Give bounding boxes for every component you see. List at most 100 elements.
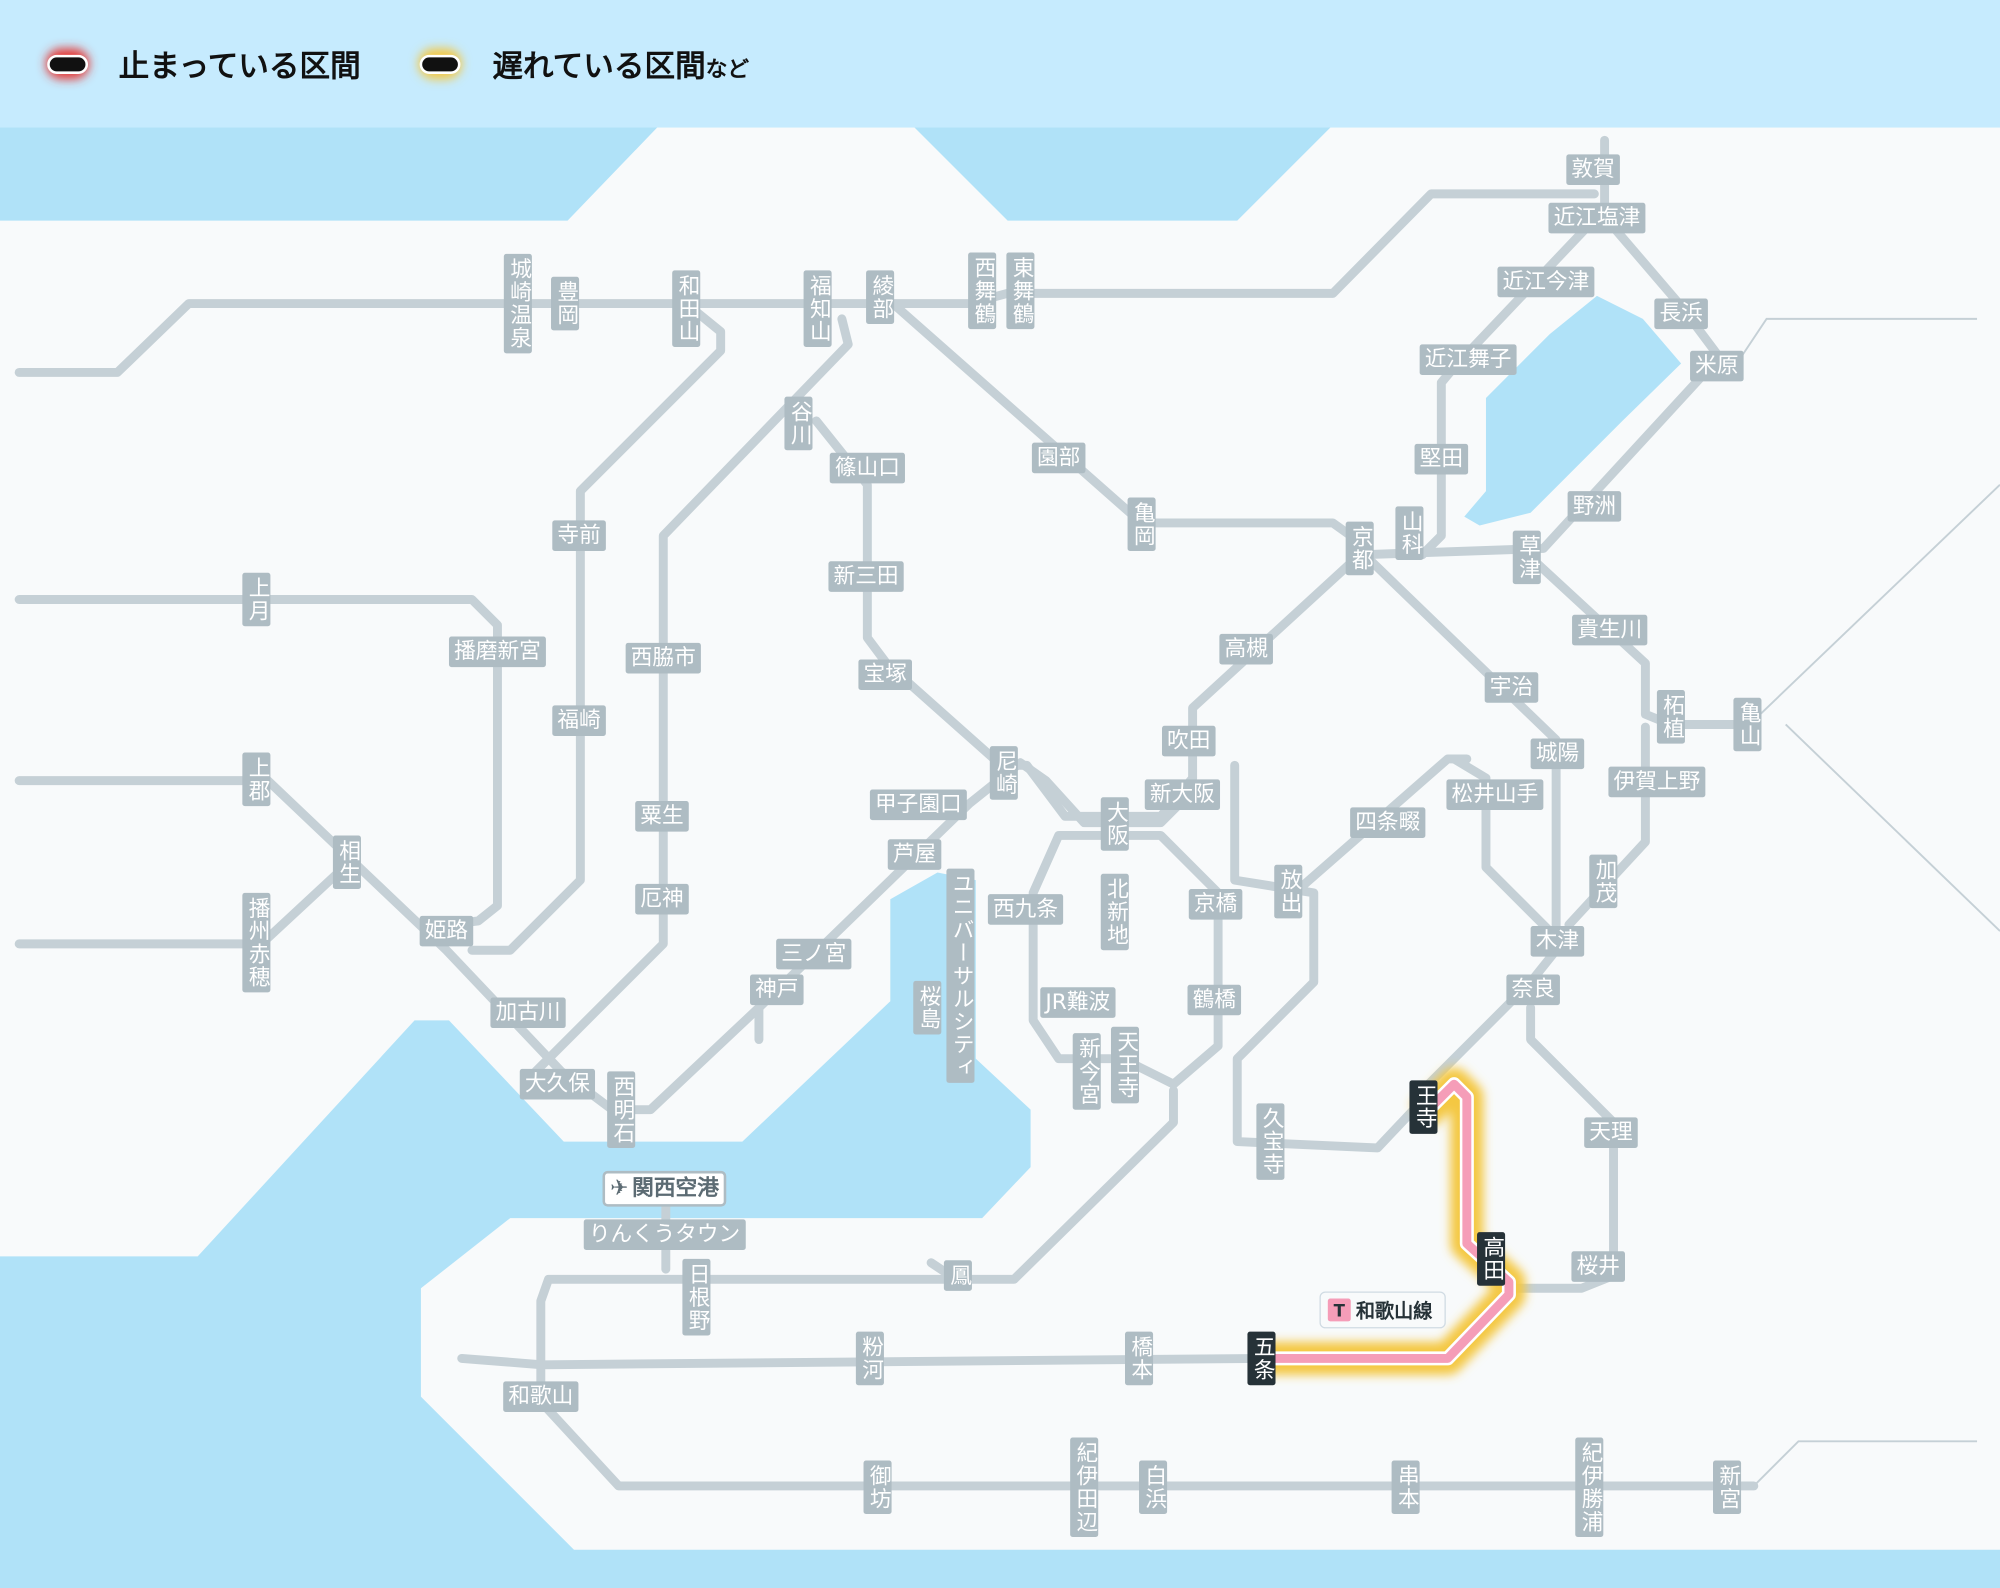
station-katata[interactable]: 堅田 bbox=[1414, 443, 1469, 475]
station-ao[interactable]: 粟生 bbox=[635, 801, 689, 832]
station-tennoji[interactable]: 天王寺 bbox=[1110, 1026, 1140, 1104]
station-kibukawa[interactable]: 貴生川 bbox=[1572, 614, 1648, 646]
station-tenri[interactable]: 天理 bbox=[1584, 1117, 1638, 1148]
station-label: 姫路 bbox=[424, 918, 469, 944]
station-kizu[interactable]: 木津 bbox=[1530, 926, 1585, 957]
station-label: 新今宮 bbox=[1073, 1036, 1100, 1106]
station-osaka[interactable]: 大阪 bbox=[1100, 797, 1129, 851]
station-shinsanda[interactable]: 新三田 bbox=[828, 561, 904, 592]
track-line bbox=[1513, 1003, 1618, 1293]
station-kozuki[interactable]: 上月 bbox=[242, 572, 271, 627]
station-universalcity[interactable]: ユニバーサルシティ bbox=[946, 868, 975, 1083]
station-kakogawa[interactable]: 加古川 bbox=[490, 997, 566, 1029]
station-kamigori[interactable]: 上郡 bbox=[242, 752, 271, 807]
station-sasayamaguchi[interactable]: 篠山口 bbox=[829, 452, 905, 484]
station-shingu[interactable]: 新宮 bbox=[1713, 1460, 1742, 1515]
station-label: 高田 bbox=[1478, 1235, 1504, 1282]
station-otori[interactable]: 鳳 bbox=[943, 1260, 972, 1291]
station-omimaiko[interactable]: 近江舞子 bbox=[1419, 344, 1517, 375]
station-takarazuka[interactable]: 宝塚 bbox=[858, 659, 912, 691]
station-omiimazu[interactable]: 近江今津 bbox=[1497, 266, 1595, 298]
station-kameoka[interactable]: 亀岡 bbox=[1127, 497, 1156, 552]
station-label: 王寺 bbox=[1410, 1084, 1437, 1131]
station-fukuchiyama[interactable]: 福知山 bbox=[803, 270, 832, 347]
station-kameyama[interactable]: 亀山 bbox=[1733, 697, 1762, 752]
station-hashimoto[interactable]: 橋本 bbox=[1124, 1331, 1154, 1386]
station-nishiakashi[interactable]: 西明石 bbox=[607, 1071, 636, 1148]
station-ayabe[interactable]: 綾部 bbox=[866, 270, 895, 324]
station-kyoto[interactable]: 京都 bbox=[1345, 521, 1374, 576]
station-oji[interactable]: 王寺 bbox=[1409, 1080, 1438, 1134]
station-kamo[interactable]: 加茂 bbox=[1589, 854, 1618, 909]
station-matsuiyamate[interactable]: 松井山手 bbox=[1446, 779, 1544, 810]
station-joyo[interactable]: 城陽 bbox=[1530, 738, 1585, 770]
station-kyuhoji[interactable]: 久宝寺 bbox=[1256, 1103, 1285, 1180]
station-hanaten[interactable]: 放出 bbox=[1274, 864, 1303, 919]
track-line bbox=[1449, 754, 1561, 942]
station-yakujin[interactable]: 厄神 bbox=[635, 883, 689, 915]
station-sonobe[interactable]: 園部 bbox=[1031, 442, 1086, 474]
station-ashiya[interactable]: 芦屋 bbox=[887, 839, 942, 870]
station-rinkutown[interactable]: りんくうタウン bbox=[583, 1219, 746, 1250]
station-gojo[interactable]: 五条 bbox=[1247, 1331, 1276, 1386]
station-shijonawate[interactable]: 四条畷 bbox=[1350, 807, 1426, 839]
station-shirahama[interactable]: 白浜 bbox=[1139, 1460, 1168, 1515]
station-kiikatsuura[interactable]: 紀伊勝浦 bbox=[1575, 1437, 1604, 1537]
station-higashimaizuru[interactable]: 東舞鶴 bbox=[1006, 252, 1035, 330]
station-sakurai[interactable]: 桜井 bbox=[1571, 1251, 1625, 1282]
station-nagahama[interactable]: 長浜 bbox=[1654, 298, 1708, 330]
station-label: 播州赤穂 bbox=[243, 896, 270, 989]
station-label: 厄神 bbox=[640, 886, 684, 912]
station-okubo[interactable]: 大久保 bbox=[519, 1068, 596, 1100]
station-sakurajima[interactable]: 桜島 bbox=[913, 980, 942, 1035]
station-tsuge[interactable]: 柘植 bbox=[1656, 690, 1685, 744]
station-suita[interactable]: 吹田 bbox=[1161, 725, 1216, 757]
station-tsuruhashi[interactable]: 鶴橋 bbox=[1187, 984, 1242, 1016]
station-kiitanabe[interactable]: 紀伊田辺 bbox=[1070, 1437, 1099, 1537]
station-shinosaka[interactable]: 新大阪 bbox=[1144, 779, 1221, 810]
station-maibara[interactable]: 米原 bbox=[1690, 350, 1744, 382]
station-wadayama[interactable]: 和田山 bbox=[672, 270, 701, 347]
station-tsuruga[interactable]: 敦賀 bbox=[1566, 154, 1620, 185]
station-label: 西舞鶴 bbox=[969, 256, 995, 326]
station-kitashinchi[interactable]: 北新地 bbox=[1100, 873, 1129, 951]
station-nara[interactable]: 奈良 bbox=[1506, 974, 1560, 1006]
station-nishikujo[interactable]: 西九条 bbox=[987, 894, 1064, 925]
station-yasu[interactable]: 野洲 bbox=[1567, 491, 1622, 522]
station-nishiwakishi[interactable]: 西脇市 bbox=[625, 642, 701, 674]
station-himeji[interactable]: 姫路 bbox=[419, 915, 474, 947]
station-kansaiairport[interactable]: ✈関西空港 bbox=[602, 1170, 727, 1207]
station-banshuako[interactable]: 播州赤穂 bbox=[242, 892, 271, 993]
station-gobo[interactable]: 御坊 bbox=[863, 1460, 892, 1515]
station-jrnamba[interactable]: JR難波 bbox=[1040, 987, 1116, 1018]
station-yamashina[interactable]: 山科 bbox=[1395, 506, 1424, 560]
station-hineno[interactable]: 日根野 bbox=[682, 1258, 711, 1336]
station-fukusaki[interactable]: 福崎 bbox=[552, 705, 606, 736]
station-kokawa[interactable]: 粉河 bbox=[855, 1331, 884, 1386]
station-wakayama[interactable]: 和歌山 bbox=[503, 1381, 579, 1412]
station-label: 城崎温泉 bbox=[505, 257, 531, 350]
station-kushimoto[interactable]: 串本 bbox=[1391, 1460, 1420, 1515]
station-uji[interactable]: 宇治 bbox=[1484, 672, 1539, 703]
station-nishimaizuru[interactable]: 西舞鶴 bbox=[968, 252, 997, 330]
station-omishiotsu[interactable]: 近江塩津 bbox=[1548, 202, 1646, 234]
station-teramae[interactable]: 寺前 bbox=[552, 520, 606, 552]
station-kyobashi[interactable]: 京橋 bbox=[1188, 889, 1243, 920]
station-kobe[interactable]: 神戸 bbox=[749, 974, 804, 1006]
station-amagasaki[interactable]: 尼崎 bbox=[989, 746, 1018, 800]
station-tanikawa[interactable]: 谷川 bbox=[784, 396, 813, 451]
station-harimashingu[interactable]: 播磨新宮 bbox=[448, 636, 546, 668]
station-aioi[interactable]: 相生 bbox=[332, 835, 361, 890]
station-label: 大久保 bbox=[524, 1071, 590, 1097]
station-takada[interactable]: 高田 bbox=[1477, 1232, 1506, 1286]
station-sannomiya[interactable]: 三ノ宮 bbox=[776, 938, 852, 970]
station-kinosakionsen[interactable]: 城崎温泉 bbox=[503, 253, 532, 354]
track-line bbox=[1028, 830, 1223, 1089]
station-igaueno[interactable]: 伊賀上野 bbox=[1608, 766, 1706, 798]
station-toyooka[interactable]: 豊岡 bbox=[551, 276, 580, 331]
station-shinimamiya[interactable]: 新今宮 bbox=[1072, 1033, 1101, 1110]
station-koshienguchi[interactable]: 甲子園口 bbox=[869, 789, 967, 821]
station-takatsuki[interactable]: 高槻 bbox=[1219, 633, 1273, 665]
offmap-lines bbox=[1727, 317, 2000, 1487]
station-kusatsu[interactable]: 草津 bbox=[1512, 530, 1541, 585]
